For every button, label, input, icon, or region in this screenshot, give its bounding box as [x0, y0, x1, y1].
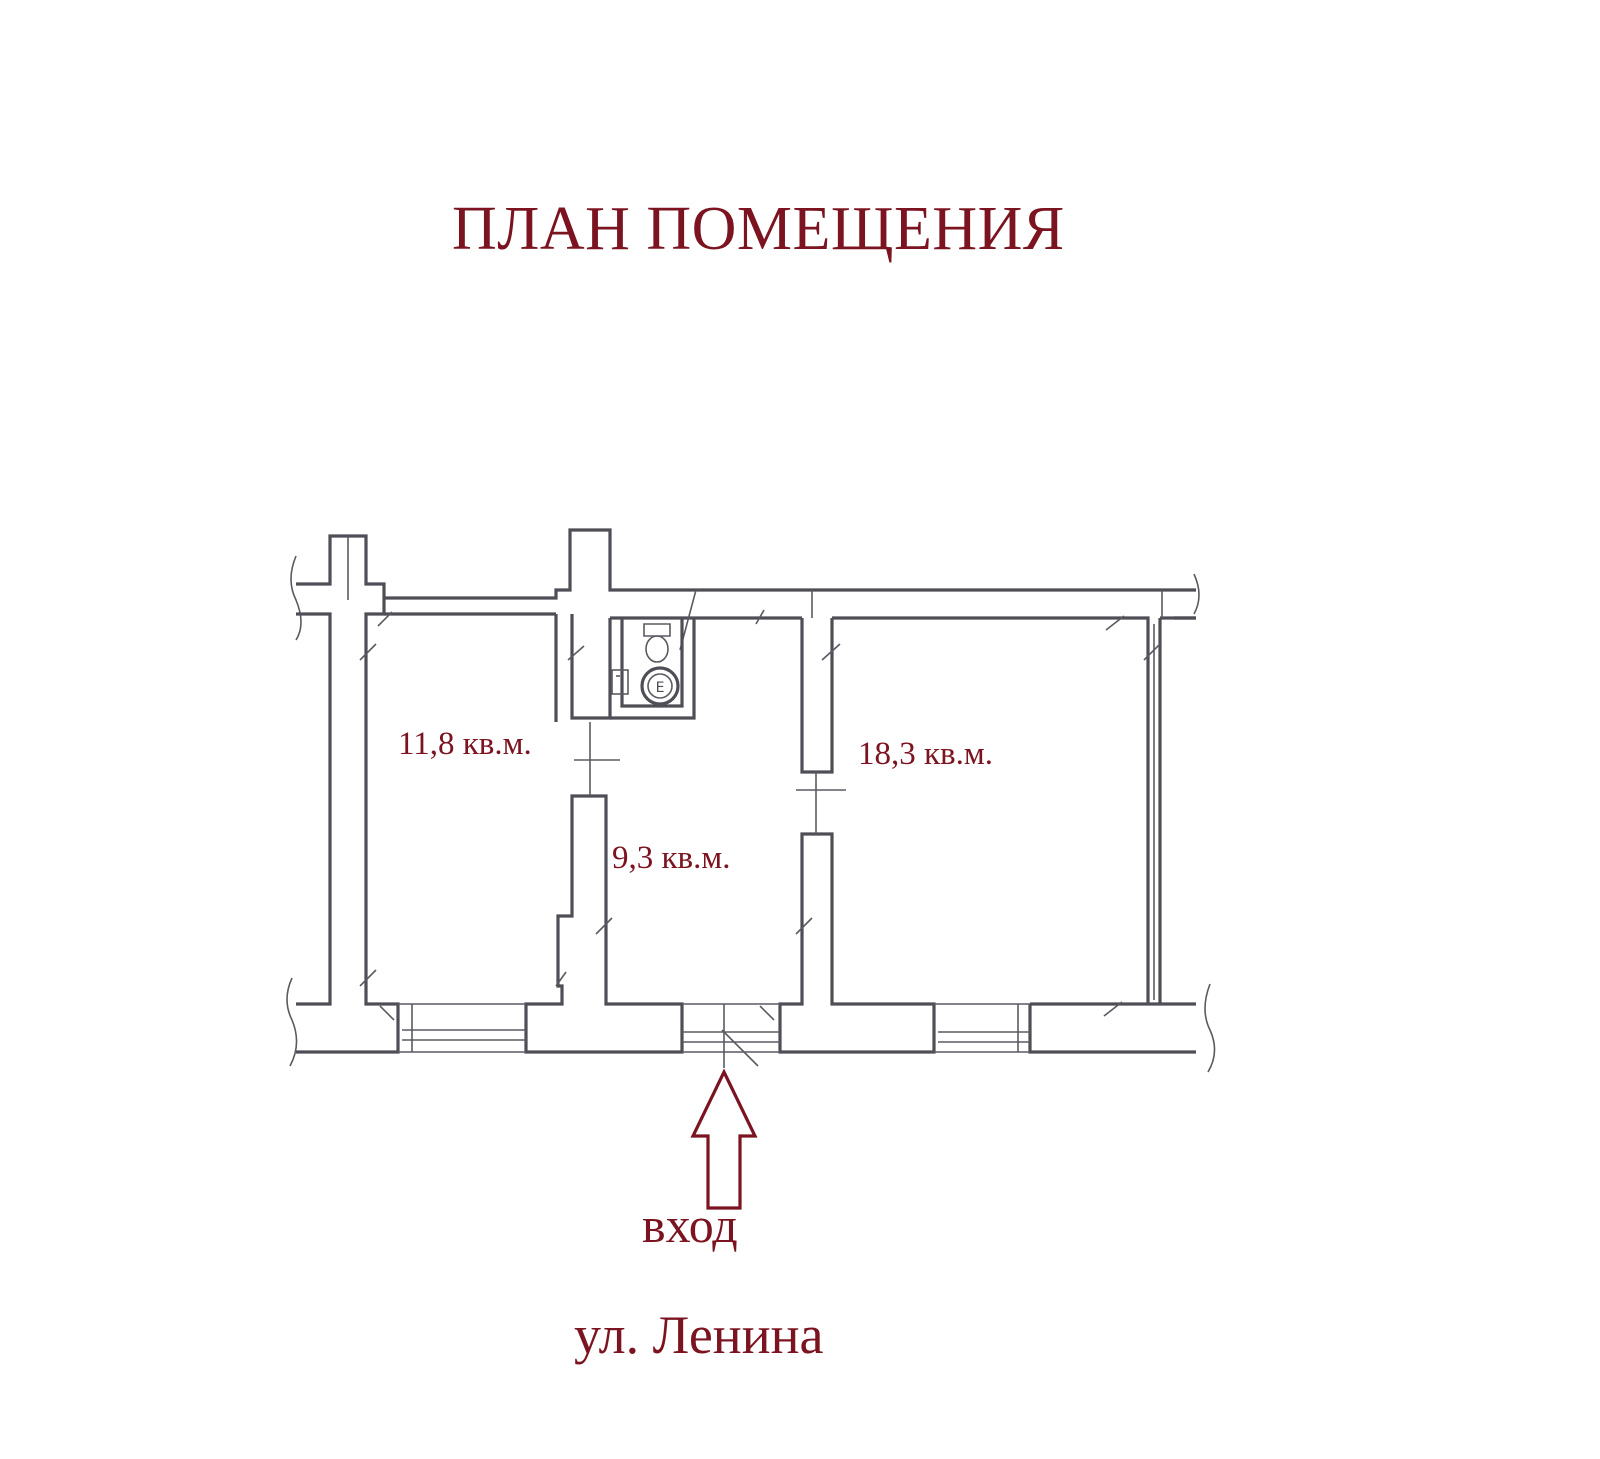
left-room-area-label: 11,8 кв.м. [398, 726, 532, 762]
sink-icon [611, 669, 629, 695]
page-title: ПЛАН ПОМЕЩЕНИЯ [452, 195, 1065, 263]
entrance-arrow-icon [690, 1068, 758, 1210]
toilet-mark: Е [656, 680, 665, 696]
water-heater-icon: Е [640, 666, 680, 706]
street-label: ул. Ленина [574, 1305, 824, 1365]
right-room-area-label: 18,3 кв.м. [858, 736, 993, 772]
entrance-label: вход [642, 1197, 738, 1253]
middle-room-area-label: 9,3 кв.м. [612, 840, 731, 876]
dimension-ticks [359, 609, 1161, 1021]
break-lines [286, 555, 1216, 1073]
toilet-icon [643, 623, 671, 663]
walls [296, 528, 1196, 1068]
